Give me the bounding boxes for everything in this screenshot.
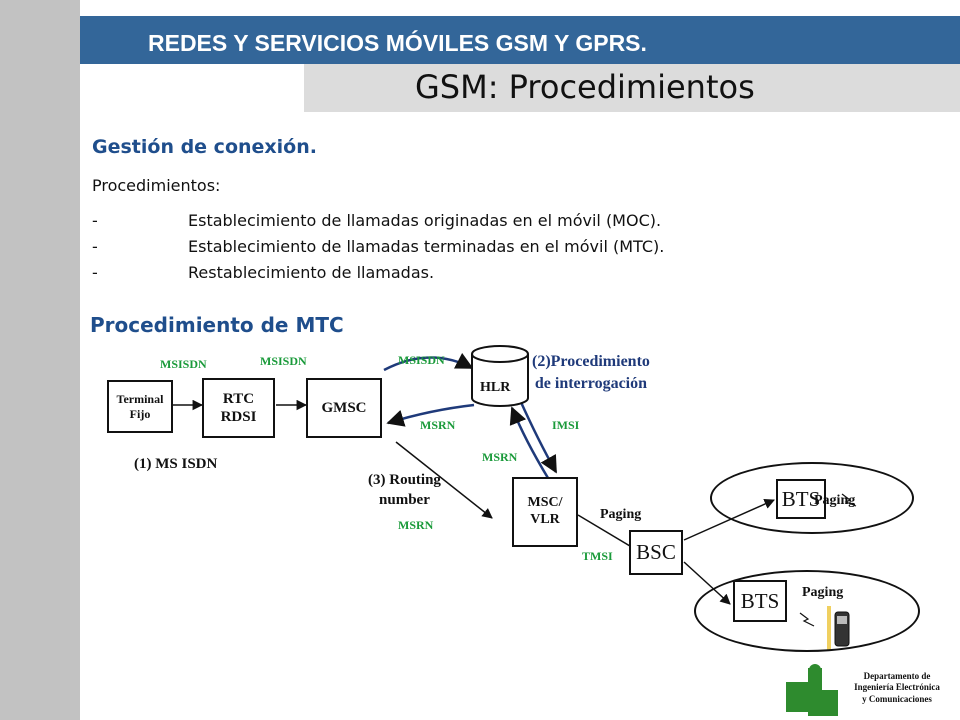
arrow-msc-hlr [509,406,550,479]
rtc-rdsi-node: RTC RDSI [202,378,275,438]
bullet-dash: - [92,211,98,230]
msisdn-label: MSISDN [398,353,445,367]
tmsi-label: TMSI [582,549,613,563]
msrn-label: MSRN [420,418,456,432]
cell-top [710,462,914,534]
paging-label: Paging [802,585,844,600]
msrn-label: MSRN [482,450,518,464]
bullet-dash: - [92,237,98,256]
header-bar [80,16,960,64]
left-decorative-strip [0,0,80,720]
paging-label: Paging [814,493,856,508]
bullet-text: Establecimiento de llamadas originadas e… [188,211,662,230]
msc-vlr-node: MSC/ VLR [512,477,578,547]
bullet-item: - Establecimiento de llamadas terminadas … [92,237,664,256]
routing-number-label: (3) Routing number [368,472,441,508]
bsc-node: BSC [629,530,683,575]
arrow-hlr-gmsc [386,403,475,427]
msrn-label: MSRN [398,518,434,532]
bullet-item: - Establecimiento de llamadas originadas … [92,211,661,230]
interrogation-label: (2)Procedimiento de interrogación [532,353,650,392]
department-name: Departamento de Ingeniería Electrónica y… [854,671,940,704]
terminal-fijo-node: Terminal Fijo [107,380,173,433]
bullet-dash: - [92,263,98,282]
bullet-item: - Restablecimiento de llamadas. [92,263,434,282]
subtitle-bar [304,64,960,112]
intro-text: Procedimientos: [92,176,221,195]
department-logo-icon [784,664,838,716]
hlr-label: HLR [480,380,511,395]
section-title: Gestión de conexión. [92,136,317,158]
arrow-gmsc-msc [395,441,493,519]
arrow-gmsc-hlr [383,352,474,372]
bts-top-node: BTS [776,479,826,519]
msisdn-label: MSISDN [160,357,207,371]
bts-bottom-node: BTS [733,580,787,622]
imsi-label: IMSI [552,418,580,432]
diagram-title: Procedimiento de MTC [90,313,344,337]
gmsc-node: GMSC [306,378,382,438]
ms-isdn-label: (1) MS ISDN [134,456,218,472]
hlr-cylinder [471,345,529,407]
bullet-text: Restablecimiento de llamadas. [188,263,435,282]
cell-bottom [694,570,920,652]
page-title: GSM: Procedimientos [415,68,755,106]
msisdn-label: MSISDN [260,354,307,368]
header-title: REDES Y SERVICIOS MÓVILES GSM Y GPRS. [148,30,647,56]
bullet-text: Establecimiento de llamadas terminadas e… [188,237,665,256]
paging-label: Paging [600,507,642,522]
